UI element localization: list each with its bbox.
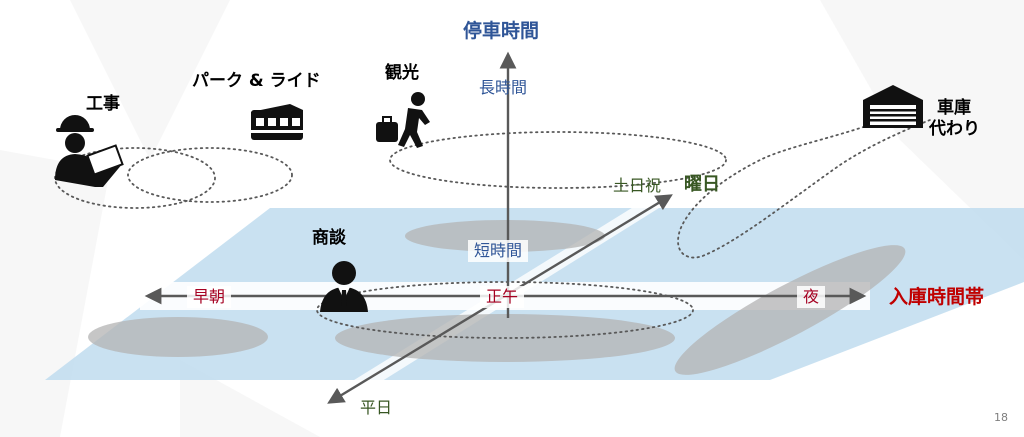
train-icon [251, 104, 303, 140]
diagonal-axis-top-label: 土日祝 [613, 176, 662, 195]
region-park-and-ride [127, 147, 293, 203]
diagonal-axis-bottom-label: 平日 [360, 398, 393, 417]
horizontal-axis-left-label: 早朝 [187, 286, 232, 308]
category-garage-line1: 車庫 [937, 98, 971, 118]
horizontal-axis-right-label: 夜 [797, 286, 826, 308]
horizontal-axis-title: 入庫時間帯 [889, 286, 985, 308]
region-garage [677, 114, 931, 259]
category-construction: 工事 [86, 94, 120, 114]
horizontal-axis-center-label: 正午 [480, 286, 525, 308]
category-garage-line2: 代わり [929, 119, 980, 139]
construction-worker-icon [55, 115, 124, 187]
region-construction [54, 147, 216, 209]
page-number: 18 [994, 411, 1008, 424]
vertical-axis-top-label: 長時間 [479, 78, 528, 97]
vertical-axis-title: 停車時間 [463, 20, 540, 42]
region-sightseeing [389, 131, 727, 189]
vertical-axis-bottom-label: 短時間 [468, 240, 529, 262]
traveler-icon [376, 92, 430, 148]
businessman-icon [320, 261, 368, 312]
ellipse-construction-shadow [88, 317, 268, 357]
category-park-and-ride: パーク & ライド [192, 71, 321, 91]
garage-icon [863, 85, 923, 128]
ellipse-night-shadow [674, 245, 906, 375]
diagonal-axis-label: 曜日 [684, 174, 720, 195]
category-business: 商談 [312, 228, 346, 248]
category-sightseeing: 観光 [385, 63, 419, 83]
